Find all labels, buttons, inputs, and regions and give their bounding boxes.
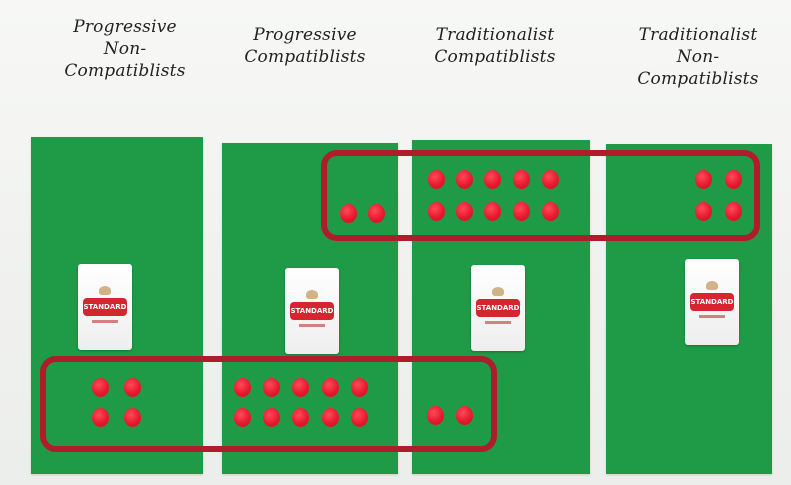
group-label-traditionalist-compatiblists: Traditionalist Compatiblists xyxy=(405,24,585,68)
label-line: Non- xyxy=(676,47,720,67)
sugar-packet: STANDARD xyxy=(78,264,132,350)
red-dot xyxy=(340,204,357,223)
red-dot xyxy=(92,378,109,397)
red-dot xyxy=(456,202,473,221)
red-dot xyxy=(695,170,712,189)
red-dot xyxy=(427,406,444,425)
red-dot xyxy=(234,408,251,427)
packet-subtext-mark xyxy=(485,321,511,324)
packet-brand-label: STANDARD xyxy=(476,299,520,317)
packet-subtext-mark xyxy=(92,320,118,323)
red-dot xyxy=(263,408,280,427)
red-dot xyxy=(234,378,251,397)
red-dot xyxy=(322,378,339,397)
label-line: Compatiblists xyxy=(434,47,556,67)
red-dot xyxy=(351,408,368,427)
packet-crest-icon xyxy=(306,290,318,299)
packet-subtext-mark xyxy=(299,324,325,327)
packet-brand-label: STANDARD xyxy=(290,302,334,320)
packet-crest-icon xyxy=(99,286,111,295)
red-dot xyxy=(695,202,712,221)
packet-subtext-mark xyxy=(699,315,725,318)
label-line: Progressive xyxy=(253,25,357,45)
group-label-progressive-compatiblists: Progressive Compatiblists xyxy=(220,24,390,68)
label-line: Progressive xyxy=(73,17,177,37)
red-dot xyxy=(322,408,339,427)
red-dot xyxy=(92,408,109,427)
red-dot xyxy=(484,202,501,221)
packet-crest-icon xyxy=(706,281,718,290)
red-dot xyxy=(124,408,141,427)
packet-crest-icon xyxy=(492,287,504,296)
label-line: Compatiblists xyxy=(244,47,366,67)
label-line: Non- xyxy=(103,39,147,59)
red-dot xyxy=(725,202,742,221)
packet-brand-label: STANDARD xyxy=(690,293,734,311)
cluster-outline-top xyxy=(321,150,760,241)
sugar-packet: STANDARD xyxy=(285,268,339,354)
red-dot xyxy=(456,406,473,425)
red-dot xyxy=(263,378,280,397)
cluster-outline-bottom xyxy=(40,356,497,452)
group-label-progressive-non-compatiblists: Progressive Non- Compatiblists xyxy=(40,16,210,82)
red-dot xyxy=(725,170,742,189)
label-line: Traditionalist xyxy=(638,25,758,45)
red-dot xyxy=(351,378,368,397)
label-line: Compatiblists xyxy=(64,61,186,81)
red-dot xyxy=(124,378,141,397)
red-dot xyxy=(292,408,309,427)
red-dot xyxy=(456,170,473,189)
red-dot xyxy=(292,378,309,397)
red-dot xyxy=(428,170,445,189)
label-line: Compatiblists xyxy=(637,69,759,89)
sugar-packet: STANDARD xyxy=(471,265,525,351)
red-dot xyxy=(428,202,445,221)
label-line: Traditionalist xyxy=(435,25,555,45)
red-dot xyxy=(542,202,559,221)
group-label-traditionalist-non-compatiblists: Traditionalist Non- Compatiblists xyxy=(608,24,788,90)
red-dot xyxy=(484,170,501,189)
red-dot xyxy=(542,170,559,189)
packet-brand-label: STANDARD xyxy=(83,298,127,316)
sugar-packet: STANDARD xyxy=(685,259,739,345)
red-dot xyxy=(513,202,530,221)
red-dot xyxy=(368,204,385,223)
red-dot xyxy=(513,170,530,189)
